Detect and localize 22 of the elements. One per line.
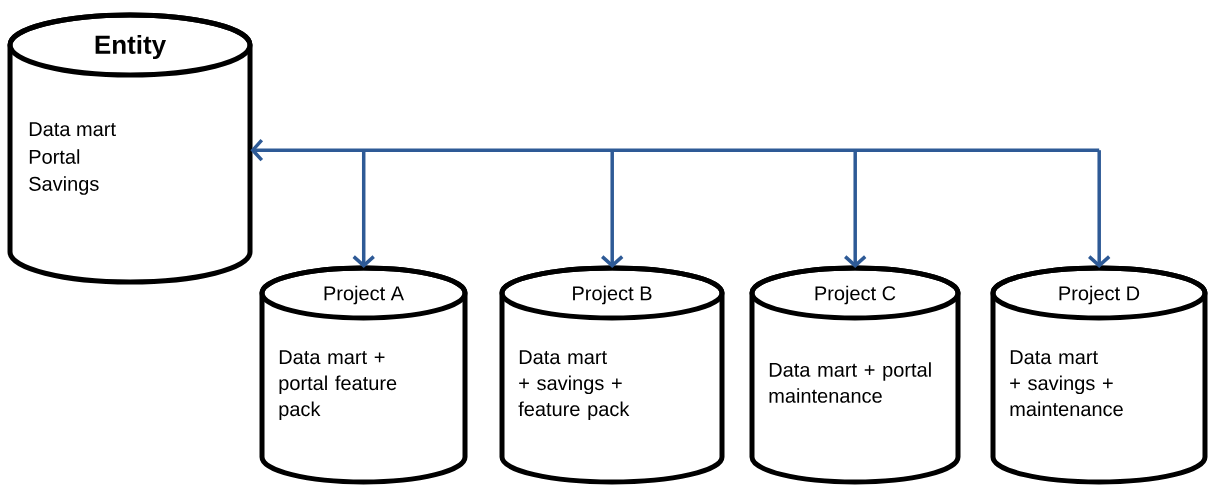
cylinder-text: Data mart [29, 122, 116, 137]
arrow [1088, 150, 1111, 268]
cylinder-text: Data mart + savings + feature pack [518, 350, 630, 421]
cylinder-title: Project B [573, 285, 652, 305]
database-cylinder [259, 265, 468, 485]
arrow [352, 150, 375, 268]
cylinder-title: Project D [1059, 285, 1140, 305]
arrow [601, 150, 624, 268]
arrow [844, 150, 867, 268]
cylinder-text: Portal [29, 149, 80, 164]
database-cylinder [749, 265, 961, 485]
cylinder-title: Project C [815, 285, 896, 305]
cylinder-text: Data mart + savings + maintenance [1010, 350, 1123, 417]
cylinder-title: Project A [324, 285, 404, 305]
cylinder-title: Entity [95, 34, 166, 60]
database-cylinder [7, 12, 253, 285]
cylinder-text: Data mart + portal maintenance [769, 362, 931, 403]
database-cylinder [990, 265, 1208, 485]
arrow-trunk [250, 139, 1100, 162]
cylinder-text: Savings [29, 176, 99, 195]
cylinder-text: Data mart + portal feature pack [279, 350, 397, 421]
database-cylinder [499, 265, 725, 485]
